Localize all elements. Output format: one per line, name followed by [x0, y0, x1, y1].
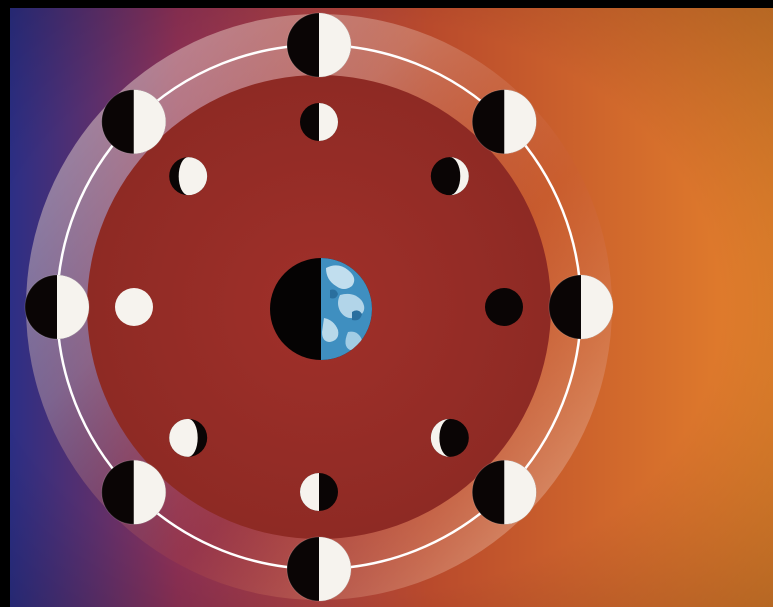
moon-orbit-right [549, 275, 613, 339]
phase-waxing-gibbous [169, 157, 207, 195]
phase-last-quarter [300, 473, 338, 511]
moon-lit-disk [115, 288, 153, 326]
phase-waning-gibbous [169, 419, 207, 457]
moon-orbit-top [287, 13, 351, 77]
moon-orbit-bottom [287, 537, 351, 601]
phase-first-quarter [300, 103, 338, 141]
phase-new-moon [485, 288, 523, 326]
moon-orbit-left [25, 275, 89, 339]
moon-orbit-bottom-right [472, 460, 536, 524]
phase-waning-crescent [431, 419, 469, 457]
moon-orbit-top-right [472, 90, 536, 154]
moon-orbit-bottom-left [102, 460, 166, 524]
phase-full-moon [115, 288, 153, 326]
phase-waxing-crescent [431, 157, 469, 195]
moon-orbit-top-left [102, 90, 166, 154]
moon-dark-disk [485, 288, 523, 326]
